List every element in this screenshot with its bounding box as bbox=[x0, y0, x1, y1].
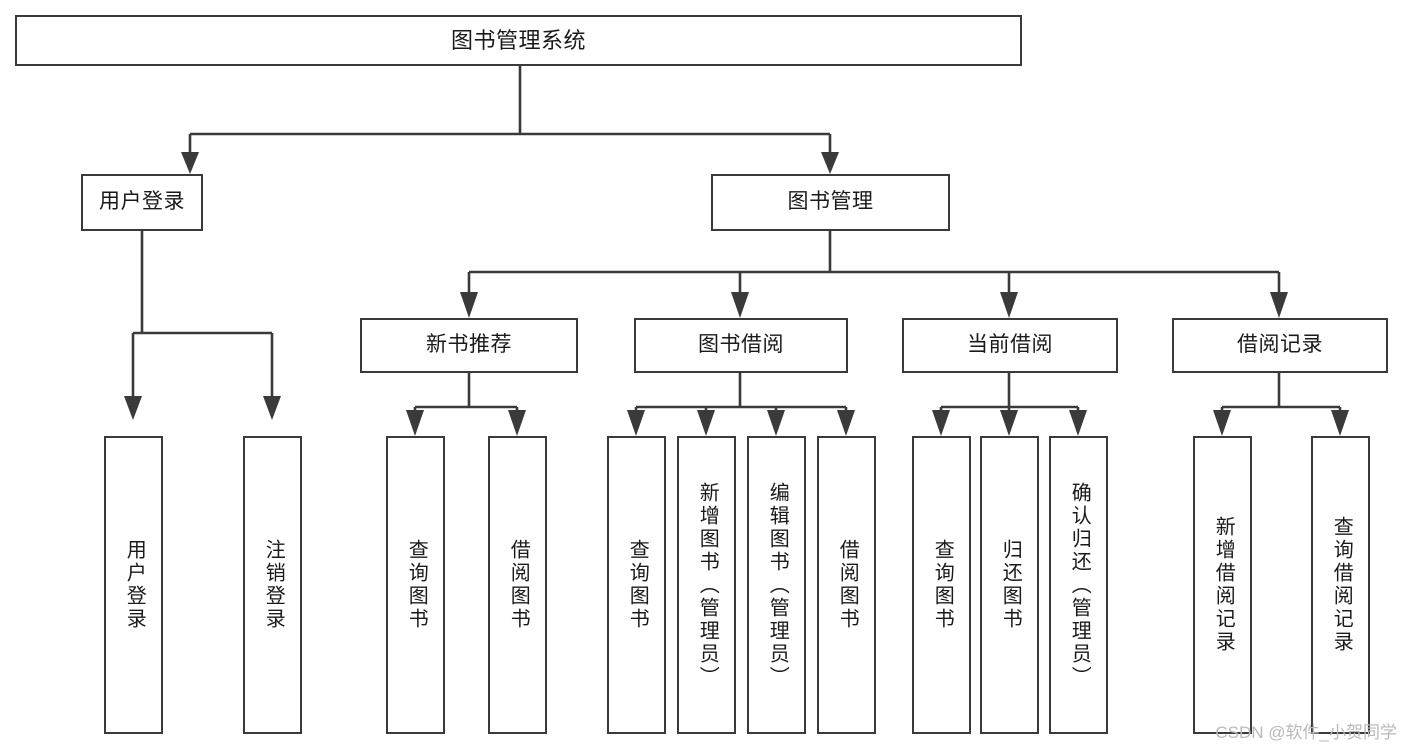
arrowhead-leaf-newbook-2 bbox=[508, 410, 526, 436]
leaf-borrow-record-query-record[interactable]: 查询借阅记录 bbox=[1311, 436, 1370, 734]
leaf-new-book-borrow-book[interactable]: 借阅图书 bbox=[488, 436, 547, 734]
leaf-label: 编辑图书（管理员） bbox=[766, 481, 789, 689]
leaf-label: 借阅图书 bbox=[836, 539, 859, 631]
leaf-label: 查询图书 bbox=[626, 539, 649, 631]
leaf-current-borrow-query-book[interactable]: 查询图书 bbox=[912, 436, 971, 734]
leaf-book-borrow-add-book-admin[interactable]: 新增图书（管理员） bbox=[677, 436, 736, 734]
watermark: CSDN @软件_小贺同学 bbox=[1215, 723, 1397, 742]
arrowhead-userlogin bbox=[181, 152, 199, 174]
leaf-new-book-query-book[interactable]: 查询图书 bbox=[386, 436, 445, 734]
node-book-borrow[interactable]: 图书借阅 bbox=[634, 318, 848, 373]
node-label: 图书借阅 bbox=[698, 333, 784, 357]
leaf-label: 用户登录 bbox=[123, 539, 146, 631]
arrowhead-bookmanage bbox=[821, 152, 839, 174]
node-user-login[interactable]: 用户登录 bbox=[81, 174, 203, 231]
arrowhead-leaf-bookborrow-1 bbox=[627, 410, 645, 436]
leaf-label: 借阅图书 bbox=[507, 539, 530, 631]
arrowhead-borrow-record bbox=[1270, 292, 1288, 318]
arrowhead-leaf-currentborrow-1 bbox=[932, 410, 950, 436]
leaf-current-borrow-confirm-return-admin[interactable]: 确认归还（管理员） bbox=[1049, 436, 1108, 734]
leaf-borrow-record-add-record[interactable]: 新增借阅记录 bbox=[1193, 436, 1252, 734]
node-label: 用户登录 bbox=[99, 190, 185, 214]
arrowhead-leaf-currentborrow-3 bbox=[1069, 410, 1087, 436]
node-new-book-recommend[interactable]: 新书推荐 bbox=[360, 318, 578, 373]
node-current-borrow[interactable]: 当前借阅 bbox=[902, 318, 1118, 373]
leaf-label: 注销登录 bbox=[262, 539, 285, 631]
arrowhead-leaf-borrowrecord-2 bbox=[1331, 410, 1349, 436]
leaf-label: 确认归还（管理员） bbox=[1068, 481, 1091, 689]
node-borrow-record[interactable]: 借阅记录 bbox=[1172, 318, 1388, 373]
arrowhead-leaf-bookborrow-3 bbox=[767, 410, 785, 436]
node-label: 借阅记录 bbox=[1237, 333, 1323, 357]
arrowhead-leaf-bookborrow-4 bbox=[837, 410, 855, 436]
arrowhead-leaf-currentborrow-2 bbox=[1000, 410, 1018, 436]
leaf-label: 新增借阅记录 bbox=[1212, 516, 1235, 654]
node-label: 图书管理 bbox=[787, 190, 874, 214]
arrowhead-leaf-borrowrecord-1 bbox=[1213, 410, 1231, 436]
leaf-label: 新增图书（管理员） bbox=[696, 481, 719, 689]
leaf-label: 查询图书 bbox=[931, 539, 954, 631]
node-label: 当前借阅 bbox=[967, 333, 1053, 357]
arrowhead-new-book-recommend bbox=[460, 292, 478, 318]
node-label: 图书管理系统 bbox=[450, 27, 586, 53]
leaf-book-borrow-borrow-book[interactable]: 借阅图书 bbox=[817, 436, 876, 734]
leaf-label: 查询借阅记录 bbox=[1330, 516, 1353, 654]
node-book-management[interactable]: 图书管理 bbox=[711, 174, 950, 231]
leaf-user-login-login[interactable]: 用户登录 bbox=[104, 436, 163, 734]
arrowhead-leaf-newbook-1 bbox=[406, 410, 424, 436]
arrowhead-leaf-user-login-1 bbox=[124, 396, 142, 420]
leaf-book-borrow-edit-book-admin[interactable]: 编辑图书（管理员） bbox=[747, 436, 806, 734]
leaf-label: 查询图书 bbox=[405, 539, 428, 631]
arrowhead-leaf-bookborrow-2 bbox=[697, 410, 715, 436]
arrowhead-leaf-user-login-2 bbox=[263, 396, 281, 420]
leaf-label: 归还图书 bbox=[999, 539, 1022, 631]
leaf-user-login-logout[interactable]: 注销登录 bbox=[243, 436, 302, 734]
arrowhead-book-borrow bbox=[731, 292, 749, 318]
node-root-book-management-system[interactable]: 图书管理系统 bbox=[15, 15, 1022, 66]
leaf-book-borrow-query-book[interactable]: 查询图书 bbox=[607, 436, 666, 734]
arrowhead-current-borrow bbox=[1000, 292, 1018, 318]
node-label: 新书推荐 bbox=[426, 333, 512, 357]
leaf-current-borrow-return-book[interactable]: 归还图书 bbox=[980, 436, 1039, 734]
